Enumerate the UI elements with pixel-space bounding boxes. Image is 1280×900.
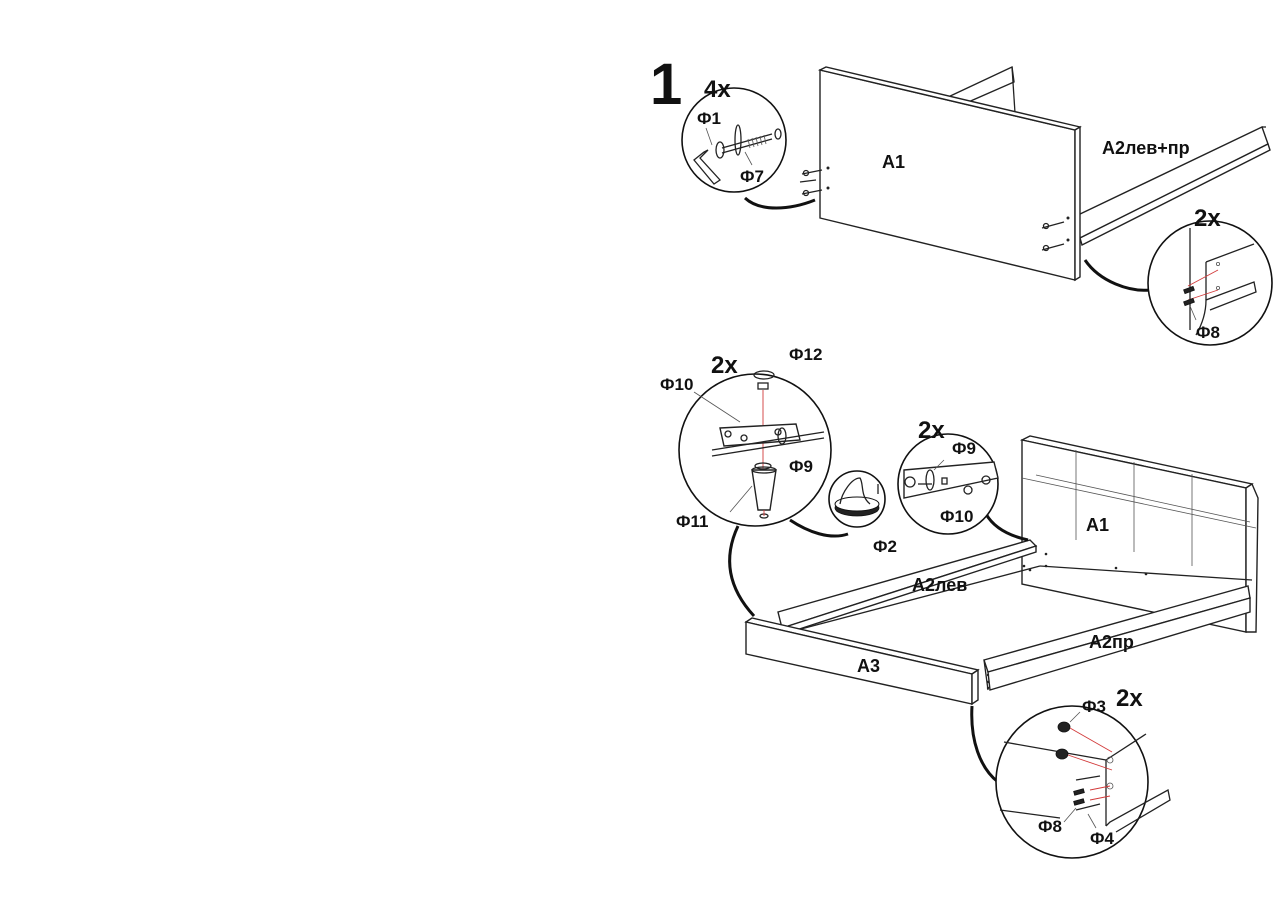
footboard-drawing [744, 617, 980, 706]
bolts-left [799, 169, 823, 197]
detail-joint-2x [995, 705, 1171, 859]
top-assembly: A1 A2лев+пр 4x Ф1 Ф7 [681, 65, 1273, 346]
part-label-a2-left: A2лев [912, 575, 967, 595]
qty-leg: 2x [711, 352, 738, 379]
headboard-panel-drawing [817, 66, 1082, 282]
label-f10-bracket: Ф10 [940, 507, 973, 526]
qty-joint: 2x [1116, 685, 1143, 712]
right-rail-drawing [983, 585, 1251, 691]
detail-leg-2x [678, 370, 832, 527]
detail-dowels-2x [1147, 220, 1273, 346]
qty-dowels: 2x [1194, 205, 1221, 232]
part-label-a3: A3 [857, 656, 880, 676]
headboard-upholstered-drawing [1019, 435, 1259, 633]
label-f9-leg: Ф9 [789, 457, 813, 476]
part-label-a1-bottom: A1 [1086, 515, 1109, 535]
label-f10-leg: Ф10 [660, 375, 693, 394]
label-f8-top: Ф8 [1196, 323, 1220, 342]
label-f7: Ф7 [740, 167, 764, 186]
label-f9-bracket: Ф9 [952, 439, 976, 458]
label-f3: Ф3 [1082, 697, 1106, 716]
detail-bracket-2x [897, 433, 999, 535]
bolts-right [1041, 221, 1065, 252]
label-f1: Ф1 [697, 109, 721, 128]
step-number: 1 [650, 52, 682, 117]
part-label-a2-right: A2пр [1089, 632, 1134, 652]
qty-bracket: 2x [918, 417, 945, 444]
bed-frame-assembly: A1 A2лев A2пр A3 [660, 345, 1259, 859]
label-f8-bottom: Ф8 [1038, 817, 1062, 836]
label-f12: Ф12 [789, 345, 822, 364]
detail-felt-pad [828, 470, 886, 528]
part-label-a2-side-rails: A2лев+пр [1102, 138, 1190, 158]
label-f2: Ф2 [873, 537, 897, 556]
part-label-a1-top: A1 [882, 152, 905, 172]
label-f4: Ф4 [1090, 829, 1115, 848]
detail-fittings-4x [681, 87, 787, 193]
label-f11: Ф11 [676, 512, 708, 531]
qty-fittings: 4x [704, 76, 731, 103]
